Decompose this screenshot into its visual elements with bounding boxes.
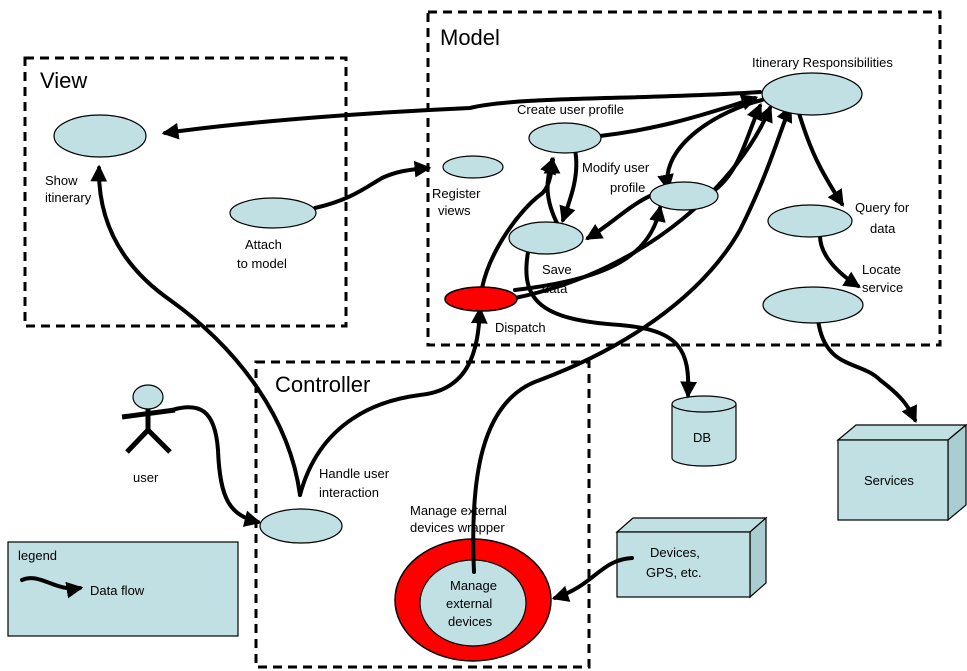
save-data-label-1: Save [542, 262, 572, 277]
dispatch-node [444, 286, 518, 312]
itinerary-responsibilities-node [761, 72, 863, 116]
attach-to-model-node [229, 197, 317, 229]
manage-external-devices-label-2: external [446, 596, 492, 611]
flow-itinerary-to-query [796, 108, 844, 207]
flow-devices-to-manage [551, 556, 634, 602]
legend-box: legend Data flow [7, 541, 239, 637]
db-cylinder: DB [671, 395, 737, 467]
show-itinerary-node [53, 114, 147, 158]
register-views-label-1: Register [432, 186, 481, 201]
controller-group-box [254, 360, 591, 669]
model-group-title: Model [440, 25, 500, 50]
flow-create-to-itinerary [598, 94, 759, 138]
devices-label-2: GPS, etc. [646, 565, 702, 580]
flow-locate-to-services [816, 318, 917, 424]
attach-to-model-label-2: to model [237, 256, 287, 271]
modify-user-profile-label-1: Modify user [582, 160, 650, 175]
register-views-label-2: views [438, 203, 471, 218]
user-label: user [133, 470, 159, 485]
flow-handle-to-show [90, 164, 302, 497]
devices-label-1: Devices, [650, 545, 700, 560]
locate-service-label-2: service [862, 280, 903, 295]
show-itinerary-label-2: itinerary [45, 190, 92, 205]
legend-title: legend [18, 548, 57, 563]
dispatch-label: Dispatch [495, 320, 546, 335]
controller-group-title: Controller [275, 372, 370, 397]
flow-itinerary-to-show [161, 90, 762, 140]
query-for-data-node [767, 204, 853, 238]
itinerary-responsibilities-label: Itinerary Responsibilities [752, 55, 893, 70]
devices-box: Devices, GPS, etc. [615, 516, 768, 599]
view-group-title: View [40, 68, 87, 93]
model-group-box [426, 10, 942, 347]
legend-item-label: Data flow [90, 583, 145, 598]
flow-save-to-db [524, 250, 697, 399]
manage-external-devices-label-3: devices [448, 614, 493, 629]
locate-service-label-1: Locate [862, 262, 901, 277]
view-group-box [23, 56, 348, 328]
show-itinerary-label-1: Show [45, 173, 78, 188]
services-box: Services [836, 423, 967, 522]
flow-modify-to-itinerary [713, 102, 763, 192]
register-views-node [442, 155, 504, 179]
manage-external-devices-wrapper-label-2: devices wrapper [410, 520, 505, 535]
db-label: DB [693, 430, 711, 445]
user-figure-icon [121, 384, 176, 454]
query-for-data-label-2: data [870, 221, 896, 236]
flow-query-to-locate [818, 234, 861, 288]
flow-handle-to-dispatch [298, 306, 488, 497]
create-user-profile-node [528, 122, 602, 154]
create-user-profile-label: Create user profile [517, 102, 624, 117]
save-data-label-2: data [542, 281, 568, 296]
handle-user-interaction-label-1: Handle user [319, 466, 390, 481]
modify-user-profile-label-2: profile [610, 180, 645, 195]
flow-save-to-create [540, 156, 560, 227]
services-label: Services [864, 473, 914, 488]
manage-external-devices-wrapper-label-1: Manage external [410, 503, 507, 518]
manage-external-devices-label-1: Manage [450, 578, 497, 593]
flow-attach-to-register [313, 160, 432, 210]
locate-service-node [762, 286, 864, 324]
legend-arrow [20, 576, 84, 599]
attach-to-model-label-1: Attach [245, 237, 282, 252]
handle-user-interaction-label-2: interaction [319, 485, 379, 500]
flow-modify-to-save [585, 194, 652, 240]
flow-create-to-save [559, 148, 579, 224]
flow-user-to-handle [170, 405, 262, 527]
flow-itinerary-to-modify [657, 98, 764, 192]
handle-user-interaction-node [259, 508, 343, 544]
save-data-node [508, 221, 584, 255]
flow-manage-to-itinerary [471, 104, 793, 574]
data-flows [90, 90, 917, 602]
modify-user-profile-node [649, 181, 719, 211]
query-for-data-label-1: Query for [855, 200, 910, 215]
flow-dispatch-to-itinerary [513, 104, 773, 300]
